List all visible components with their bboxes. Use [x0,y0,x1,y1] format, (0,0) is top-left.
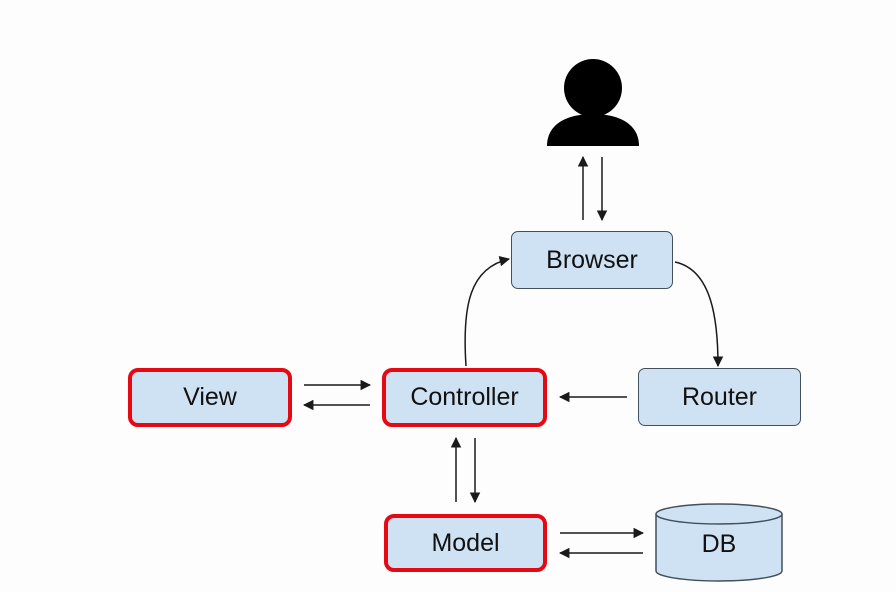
browser-node: Browser [511,231,673,289]
controller-node: Controller [382,368,547,427]
router-node: Router [638,368,801,426]
db-label: DB [701,530,737,558]
router-label: Router [681,382,758,411]
view-label: View [183,383,237,411]
view-node: View [128,368,292,427]
database-icon [655,503,783,582]
browser-label: Browser [546,245,638,274]
model-node: Model [384,514,547,572]
user-icon [547,59,639,146]
arrow-browser-to-router [674,261,724,368]
controller-label: Controller [410,383,519,411]
model-label: Model [431,528,500,557]
arrow-controller-to-browser [464,256,511,367]
